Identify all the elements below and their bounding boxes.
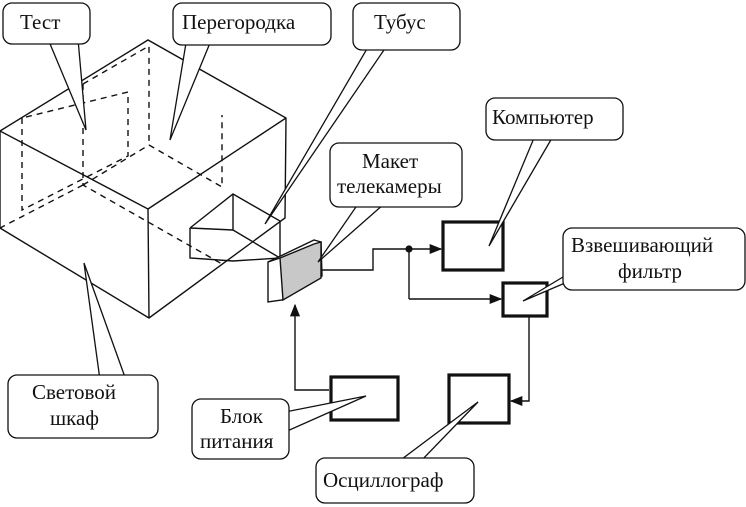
label-tube: Тубус xyxy=(374,10,426,34)
label-computer: Компьютер xyxy=(492,105,594,129)
power-supply-box xyxy=(329,375,400,422)
light-cabinet xyxy=(0,39,287,319)
label-cabinet-2: шкаф xyxy=(50,406,99,430)
callout-cabinet: Световой шкаф xyxy=(7,262,159,439)
label-oscilloscope: Осциллограф xyxy=(323,468,443,492)
label-filter-1: Взвешивающий xyxy=(571,233,713,257)
callout-power: Блок питания xyxy=(191,395,367,460)
callout-tube: Тубус xyxy=(264,2,461,225)
callout-filter: Взвешивающий фильтр xyxy=(522,227,746,302)
label-power-2: питания xyxy=(200,429,274,453)
signal-wiring xyxy=(289,243,530,407)
label-filter-2: фильтр xyxy=(618,259,682,283)
label-cabinet-1: Световой xyxy=(32,380,116,404)
callout-test: Тест xyxy=(2,2,91,131)
callout-camera: Макет телекамеры xyxy=(317,142,463,263)
label-power-1: Блок xyxy=(220,404,264,428)
tube xyxy=(189,193,281,262)
callout-computer: Компьютер xyxy=(485,97,624,247)
callout-partition: Перегородка xyxy=(169,2,332,141)
callout-oscilloscope: Осциллограф xyxy=(315,401,479,504)
computer-box xyxy=(441,220,505,272)
label-partition: Перегородка xyxy=(182,10,296,34)
label-camera-1: Макет xyxy=(362,149,418,173)
label-test: Тест xyxy=(20,10,60,34)
oscilloscope-box xyxy=(447,373,511,425)
label-camera-2: телекамеры xyxy=(337,174,442,198)
camera-model xyxy=(267,239,323,303)
